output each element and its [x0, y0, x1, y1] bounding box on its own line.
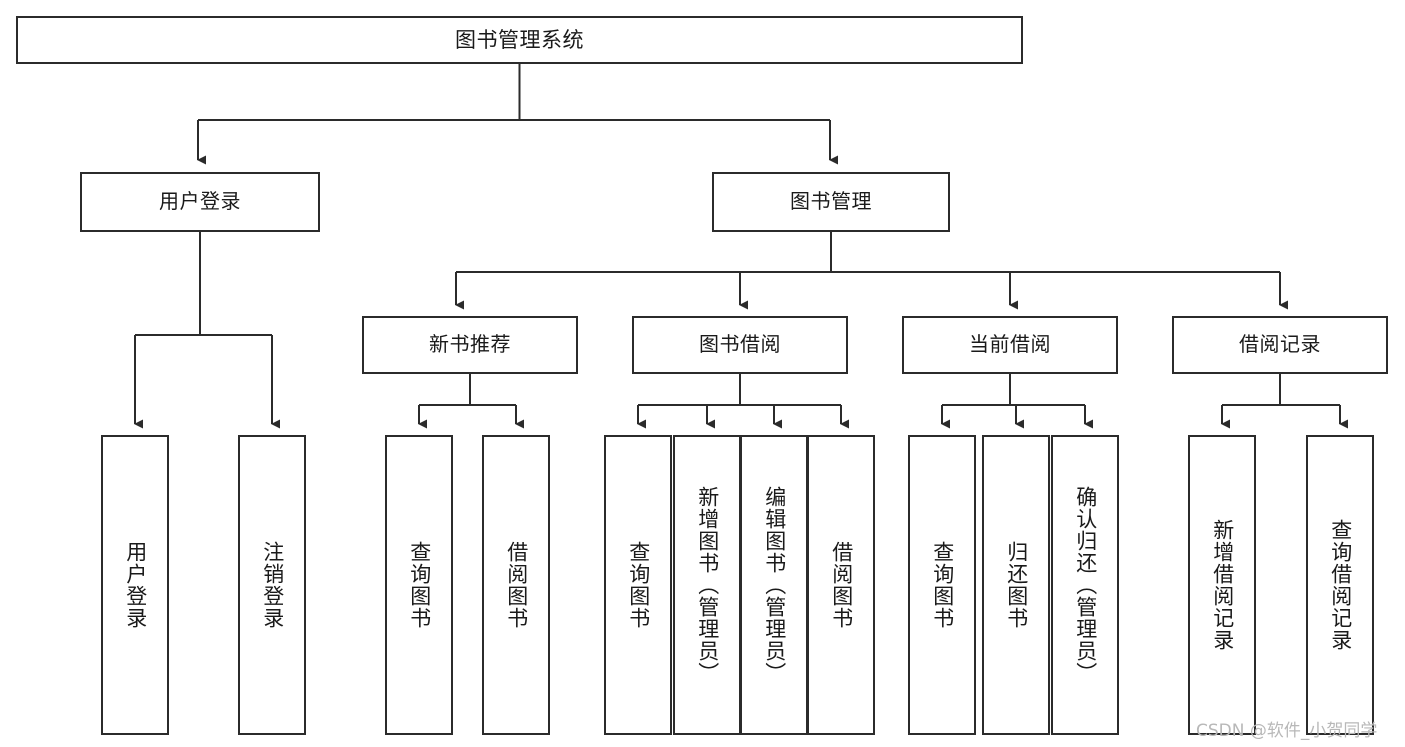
node-leaf-borrow-book-1-label: 借阅图书 [504, 541, 529, 629]
node-leaf-add-book[interactable]: 新增图书（管理员） [673, 435, 741, 735]
node-borrow-record[interactable]: 借阅记录 [1172, 316, 1388, 374]
node-leaf-query-book-2-label: 查询图书 [626, 541, 651, 629]
node-user-login-label: 用户登录 [159, 189, 241, 214]
node-leaf-user-logout-label: 注销登录 [260, 541, 285, 629]
node-leaf-confirm-return-label: 确认归还（管理员） [1073, 486, 1098, 684]
node-leaf-user-login-label: 用户登录 [123, 541, 148, 629]
node-leaf-return-book[interactable]: 归还图书 [982, 435, 1050, 735]
node-book-borrow[interactable]: 图书借阅 [632, 316, 848, 374]
node-leaf-query-book-1-label: 查询图书 [407, 541, 432, 629]
node-new-book-recommend[interactable]: 新书推荐 [362, 316, 578, 374]
node-leaf-add-book-label: 新增图书（管理员） [695, 486, 720, 684]
node-leaf-user-logout[interactable]: 注销登录 [238, 435, 306, 735]
node-leaf-query-book-3[interactable]: 查询图书 [908, 435, 976, 735]
node-leaf-query-book-2[interactable]: 查询图书 [604, 435, 672, 735]
node-book-manage[interactable]: 图书管理 [712, 172, 950, 232]
node-leaf-borrow-book-2[interactable]: 借阅图书 [807, 435, 875, 735]
node-leaf-add-record[interactable]: 新增借阅记录 [1188, 435, 1256, 735]
node-leaf-borrow-book-2-label: 借阅图书 [829, 541, 854, 629]
node-book-manage-label: 图书管理 [790, 189, 872, 214]
node-current-borrow[interactable]: 当前借阅 [902, 316, 1118, 374]
node-leaf-confirm-return[interactable]: 确认归还（管理员） [1051, 435, 1119, 735]
node-leaf-query-record-label: 查询借阅记录 [1328, 519, 1353, 651]
node-new-book-recommend-label: 新书推荐 [429, 332, 511, 357]
node-leaf-add-record-label: 新增借阅记录 [1210, 519, 1235, 651]
node-current-borrow-label: 当前借阅 [969, 332, 1051, 357]
watermark: CSDN @软件_小贺同学 [1196, 721, 1378, 741]
node-book-borrow-label: 图书借阅 [699, 332, 781, 357]
node-leaf-query-book-3-label: 查询图书 [930, 541, 955, 629]
node-root-label: 图书管理系统 [455, 27, 584, 52]
node-leaf-edit-book-label: 编辑图书（管理员） [762, 486, 787, 684]
node-leaf-query-book-1[interactable]: 查询图书 [385, 435, 453, 735]
node-root[interactable]: 图书管理系统 [16, 16, 1023, 64]
node-leaf-return-book-label: 归还图书 [1004, 541, 1029, 629]
node-borrow-record-label: 借阅记录 [1239, 332, 1321, 357]
node-user-login[interactable]: 用户登录 [80, 172, 320, 232]
node-leaf-user-login[interactable]: 用户登录 [101, 435, 169, 735]
node-leaf-query-record[interactable]: 查询借阅记录 [1306, 435, 1374, 735]
node-leaf-edit-book[interactable]: 编辑图书（管理员） [740, 435, 808, 735]
node-leaf-borrow-book-1[interactable]: 借阅图书 [482, 435, 550, 735]
